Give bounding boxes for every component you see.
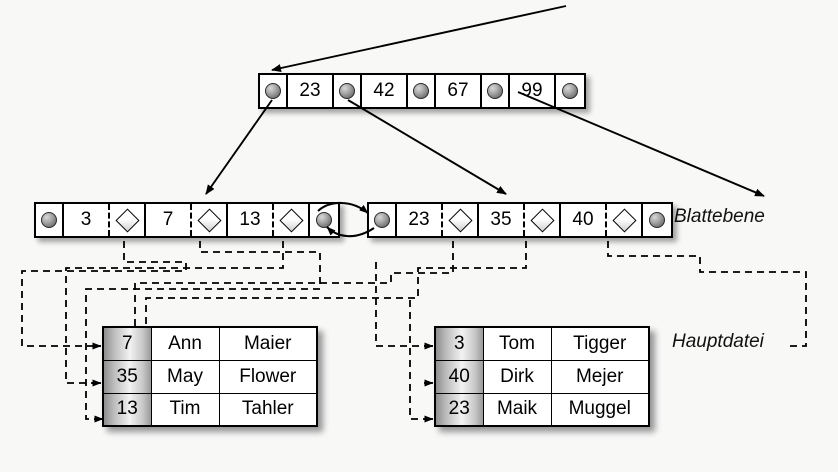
root-index-node[interactable]: 23 42 67 99	[258, 73, 586, 109]
record-lastname-cell: Mejer	[550, 359, 650, 394]
pointer-dot-icon	[339, 83, 355, 99]
key-cell[interactable]: 3	[64, 204, 110, 236]
record-firstname-cell: Maik	[482, 392, 552, 427]
leaf-node-left[interactable]: 3 7 13	[34, 202, 340, 238]
record-lastname-cell: Tigger	[550, 326, 650, 361]
record-key-cell: 40	[434, 359, 484, 394]
key-cell[interactable]: 23	[397, 204, 443, 236]
diamond-pointer-icon	[611, 207, 637, 233]
pointer-dot-icon	[487, 83, 503, 99]
diamond-pointer-icon[interactable]	[525, 204, 561, 236]
diamond-pointer-icon[interactable]	[607, 204, 643, 236]
key-cell[interactable]: 23	[288, 75, 334, 107]
record-key-cell: 13	[102, 392, 152, 427]
diamond-pointer-icon[interactable]	[192, 204, 228, 236]
record-lastname-cell: Flower	[218, 359, 318, 394]
diamond-pointer-icon	[196, 207, 222, 233]
record-firstname-cell: Tom	[482, 326, 552, 361]
pointer-dot-icon[interactable]	[36, 204, 64, 236]
record-firstname-cell: May	[150, 359, 220, 394]
pointer-dot-icon[interactable]	[369, 204, 397, 236]
diamond-pointer-icon	[529, 207, 555, 233]
key-cell[interactable]: 67	[436, 75, 482, 107]
key-cell[interactable]: 35	[479, 204, 525, 236]
record-lastname-cell: Maier	[218, 326, 318, 361]
record-key-cell: 35	[102, 359, 152, 394]
pointer-dot-icon[interactable]	[643, 204, 671, 236]
key-cell[interactable]: 99	[510, 75, 556, 107]
key-cell[interactable]: 42	[362, 75, 408, 107]
pointer-dot-icon[interactable]	[482, 75, 510, 107]
record-key-cell: 7	[102, 326, 152, 361]
pointer-dot-icon[interactable]	[334, 75, 362, 107]
key-cell[interactable]: 13	[228, 204, 274, 236]
diamond-pointer-icon[interactable]	[110, 204, 146, 236]
pointer-dot-icon[interactable]	[260, 75, 288, 107]
diamond-pointer-icon[interactable]	[274, 204, 310, 236]
diamond-pointer-icon	[114, 207, 140, 233]
pointer-dot-icon	[41, 212, 57, 228]
pointer-dot-icon	[562, 83, 578, 99]
pointer-dot-icon[interactable]	[408, 75, 436, 107]
pointer-dot-icon	[316, 212, 332, 228]
pointer-dot-icon	[374, 212, 390, 228]
label-blattebene: Blattebene	[674, 206, 765, 227]
record-firstname-cell: Ann	[150, 326, 220, 361]
pointer-dot-icon	[413, 83, 429, 99]
key-cell[interactable]: 7	[146, 204, 192, 236]
diamond-pointer-icon	[278, 207, 304, 233]
record-key-cell: 23	[434, 392, 484, 427]
record-firstname-cell: Dirk	[482, 359, 552, 394]
record-key-cell: 3	[434, 326, 484, 361]
diamond-pointer-icon	[447, 207, 473, 233]
pointer-dot-icon[interactable]	[310, 204, 338, 236]
pointer-dot-icon[interactable]	[556, 75, 584, 107]
record-lastname-cell: Tahler	[218, 392, 318, 427]
label-hauptdatei: Hauptdatei	[672, 331, 764, 352]
pointer-dot-icon	[265, 83, 281, 99]
record-lastname-cell: Muggel	[550, 392, 650, 427]
record-firstname-cell: Tim	[150, 392, 220, 427]
pointer-dot-icon	[649, 212, 665, 228]
key-cell[interactable]: 40	[561, 204, 607, 236]
leaf-node-right[interactable]: 23 35 40	[367, 202, 673, 238]
diamond-pointer-icon[interactable]	[443, 204, 479, 236]
